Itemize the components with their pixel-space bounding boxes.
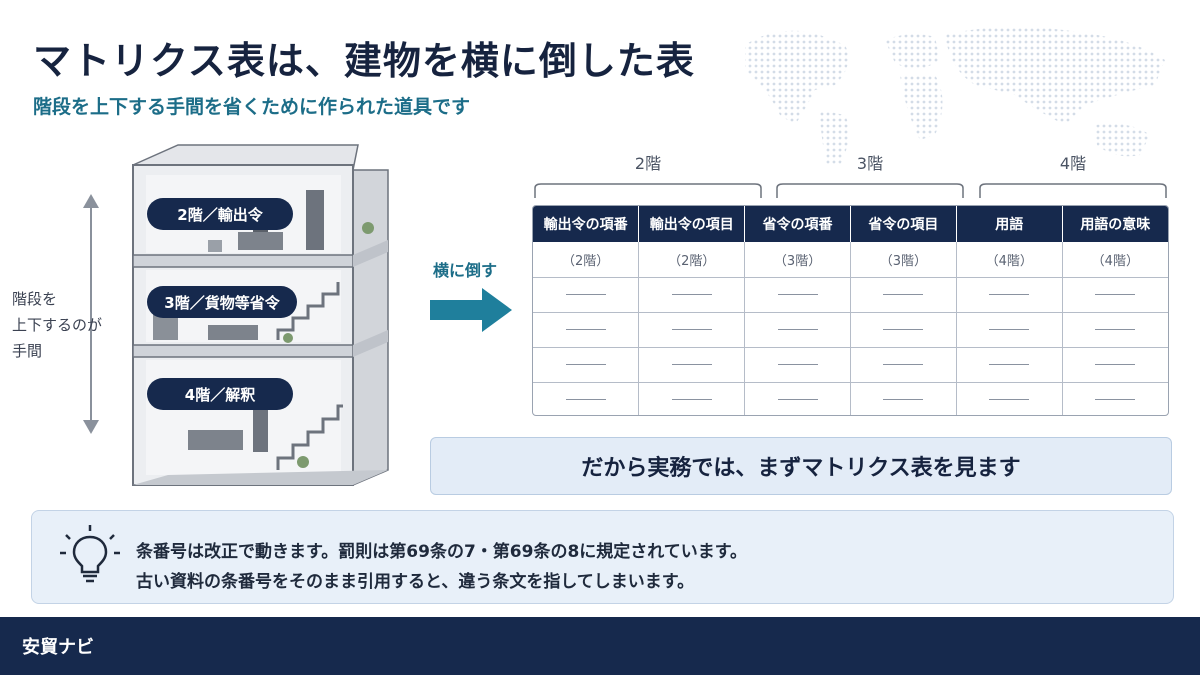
brace-icon [776,183,964,198]
footer: 安貿ナビ [0,617,1200,675]
column-header: 用語 [956,206,1063,242]
empty-dash [883,294,924,295]
table-cell [638,312,746,348]
table-cell: （4階） [956,242,1063,278]
group-header-2: 2階 [533,152,763,202]
column-header: 省令の項目 [850,206,957,242]
table-cell [850,347,957,383]
table-cell [533,382,640,415]
table-cell [533,347,640,383]
table-cell: （2階） [533,242,640,278]
empty-dash [671,329,712,330]
world-map-decoration [745,26,1165,165]
empty-dash [777,364,818,365]
stairs-note-line: 上下するのが [12,316,103,334]
group-header-4: 4階 [978,152,1168,202]
empty-dash [989,294,1030,295]
page-subtitle: 階段を上下する手間を省くために作られた道具です [33,96,471,118]
group-header-3: 3階 [775,152,965,202]
column-header: 用語の意味 [1062,206,1168,242]
floor-label-3: 3階／貨物等省令 [147,286,297,318]
empty-dash [565,329,606,330]
empty-dash [671,364,712,365]
table-cell [744,312,851,348]
matrix-table: 輸出令の項番輸出令の項目省令の項番省令の項目用語用語の意味 （2階）（2階）（3… [532,205,1169,416]
empty-dash [565,399,606,401]
table-cell [1062,347,1168,383]
empty-dash [671,294,712,295]
stairs-note-line: 階段を [12,290,58,308]
empty-dash [989,364,1030,365]
table-cell [850,312,957,348]
tilt-label: 横に倒す [433,261,498,280]
brace-icon [979,183,1167,198]
table-cell [1062,277,1168,313]
group-label: 2階 [634,154,662,173]
empty-dash [1095,329,1136,330]
table-cell [638,382,746,415]
empty-dash [777,294,818,295]
brace-icon [534,183,762,198]
floor-label-4: 4階／解釈 [147,378,293,410]
page-title: マトリクス表は、建物を横に倒した表 [33,39,695,83]
table-cell [744,347,851,383]
empty-dash [1095,294,1136,295]
table-row: （2階）（2階）（3階）（3階）（4階）（4階） [533,242,1168,278]
table-cell [956,347,1063,383]
table-cell [1062,312,1168,348]
empty-dash [777,329,818,330]
empty-dash [883,364,924,365]
table-cell: （3階） [744,242,851,278]
table-cell: （3階） [850,242,957,278]
column-header: 輸出令の項番 [533,206,640,242]
empty-dash [989,399,1030,401]
table-header-row: 輸出令の項番輸出令の項目省令の項番省令の項目用語用語の意味 [533,206,1168,242]
table-row [533,312,1168,348]
table-row [533,382,1168,415]
table-cell [533,277,640,313]
table-cell [638,347,746,383]
table-cell [850,277,957,313]
stairs-note: 階段を 上下するのが 手間 [12,286,132,364]
column-header: 省令の項番 [744,206,851,242]
table-cell [956,312,1063,348]
right-arrow-icon [430,288,512,332]
tip-line: 古い資料の条番号をそのまま引用すると、違う条文を指してしまいます。 [136,572,695,592]
empty-dash [565,364,606,365]
table-cell [956,277,1063,313]
empty-dash [777,399,818,401]
column-header: 輸出令の項目 [638,206,746,242]
table-cell [1062,382,1168,415]
conclusion-banner: だから実務では、まずマトリクス表を見ます [430,437,1172,495]
empty-dash [565,294,606,295]
empty-dash [883,399,924,401]
group-label: 4階 [1059,154,1087,173]
empty-dash [671,399,712,401]
table-cell [744,277,851,313]
stairs-note-line: 手間 [12,342,43,360]
table-cell: （2階） [638,242,746,278]
table-row [533,347,1168,383]
table-cell [533,312,640,348]
tip-box: 条番号は改正で動きます。罰則は第69条の7・第69条の8に規定されています。 古… [31,510,1174,604]
floor-label-2: 2階／輸出令 [147,198,293,230]
empty-dash [1095,364,1136,365]
empty-dash [1095,399,1136,401]
lightbulb-icon [60,525,120,583]
table-cell: （4階） [1062,242,1168,278]
footer-brand: 安貿ナビ [22,637,94,658]
table-cell [744,382,851,415]
empty-dash [883,329,924,330]
vertical-double-arrow-icon [83,194,99,434]
group-label: 3階 [856,154,884,173]
table-row [533,277,1168,313]
table-cell [956,382,1063,415]
tip-line: 条番号は改正で動きます。罰則は第69条の7・第69条の8に規定されています。 [136,542,748,562]
table-cell [850,382,957,415]
table-cell [638,277,746,313]
empty-dash [989,329,1030,330]
